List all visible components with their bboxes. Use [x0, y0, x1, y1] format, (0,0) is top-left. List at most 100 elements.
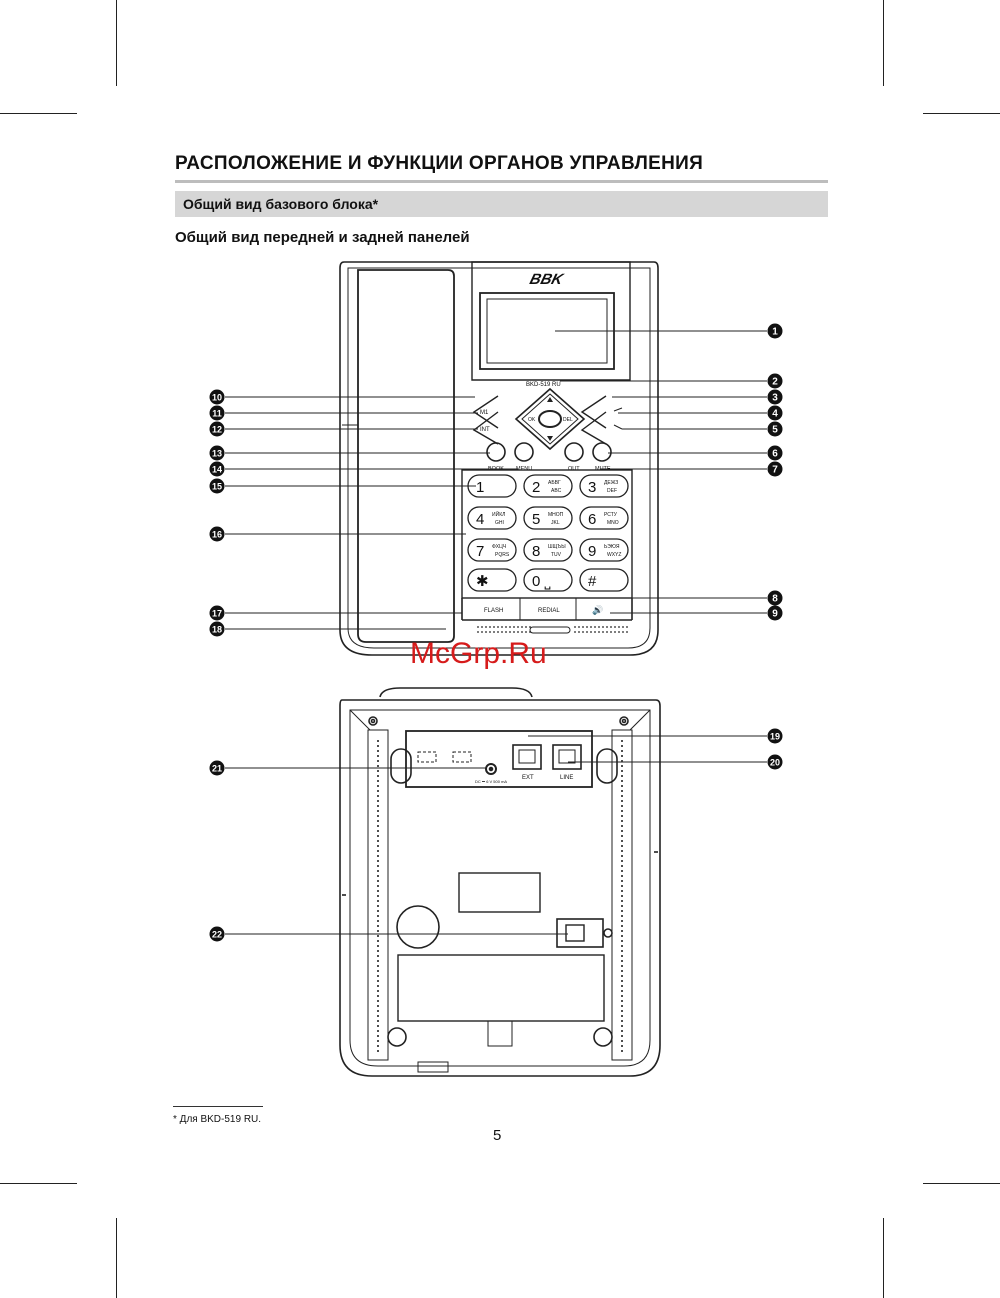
- callout-number: 1: [772, 327, 778, 338]
- key-digit: 7: [476, 543, 484, 560]
- callout-marker: [767, 605, 783, 621]
- keypad-key: 6 РСТУ MNO: [579, 506, 629, 530]
- key-cyrillic: ИЙКЛ: [492, 510, 505, 518]
- key-digit: 6: [588, 511, 596, 528]
- menu-key: [514, 442, 534, 462]
- callout-marker: [767, 445, 783, 461]
- handset: [357, 269, 455, 643]
- svg-text:M1: M1: [480, 410, 489, 416]
- callout-number: 10: [212, 393, 222, 403]
- crop-mark: [116, 1218, 117, 1298]
- keypad-key: 5 МНОП JKL: [523, 506, 573, 530]
- callout-number: 8: [772, 594, 778, 605]
- crop-mark: [0, 1183, 77, 1184]
- key-latin: TUV: [551, 552, 562, 558]
- key-cyrillic: РСТУ: [604, 512, 618, 518]
- key-digit: 5: [532, 511, 540, 528]
- section-bar: Общий вид базового блока*: [175, 191, 828, 217]
- key-digit: 1: [476, 479, 484, 496]
- svg-text:LINE: LINE: [560, 775, 573, 781]
- key-digit: ✱: [476, 573, 489, 590]
- callout-number: 15: [212, 482, 222, 492]
- key-latin: ABC: [551, 488, 562, 494]
- callout-marker: [209, 445, 225, 461]
- book-key: [486, 442, 506, 462]
- key-digit: 0 ⎵: [532, 573, 551, 590]
- callout-number: 22: [212, 930, 222, 940]
- callout-marker: [209, 421, 225, 437]
- key-digit: #: [588, 573, 597, 590]
- mute-key: [592, 442, 612, 462]
- key-cyrillic: ДЕЖЗ: [604, 480, 618, 486]
- callout-marker: [209, 621, 225, 637]
- callout-number: 18: [212, 625, 222, 635]
- key-digit: 2: [532, 479, 540, 496]
- int-key: [472, 411, 499, 445]
- nav-pad: [514, 387, 586, 451]
- crop-mark: [883, 0, 884, 86]
- crop-mark: [0, 113, 77, 114]
- keypad-key: 0 ⎵: [523, 568, 573, 592]
- svg-text:OUT: OUT: [568, 466, 580, 472]
- rear-view: DC ⎓ 6 V 500 mA EXT LINE: [339, 687, 661, 1077]
- key-latin: WXYZ: [607, 552, 621, 558]
- callout-marker: [209, 461, 225, 477]
- keypad-key: 8 ШЩЪЫ TUV: [523, 538, 573, 562]
- crop-mark: [923, 113, 1000, 114]
- ringer-switch: [556, 918, 604, 948]
- crop-mark: [883, 1218, 884, 1298]
- callout-marker: [767, 323, 783, 339]
- dc-jack: [485, 763, 497, 775]
- brand-logo: BBK: [528, 271, 566, 288]
- key-cyrillic: ФХЦЧ: [492, 544, 506, 550]
- key-digit: 3: [588, 479, 596, 496]
- callout-number: 3: [772, 393, 778, 404]
- keypad-key: 7 ФХЦЧ PQRS: [467, 538, 517, 562]
- key-latin: PQRS: [495, 552, 510, 558]
- svg-text:OK: OK: [528, 417, 536, 423]
- callout-marker: [767, 421, 783, 437]
- keypad-key: ✱: [467, 568, 517, 592]
- callout-marker: [209, 605, 225, 621]
- callout-number: 20: [770, 758, 780, 768]
- svg-text:DEL: DEL: [563, 417, 573, 423]
- front-view: BBK BKD-519 RU OK DEL M1 INT BOOK MENU O…: [339, 261, 659, 656]
- key-latin: JKL: [551, 520, 560, 526]
- ext-port: [512, 744, 542, 770]
- bbk-logo: BBK: [528, 271, 566, 288]
- callout-number: 11: [212, 409, 222, 419]
- svg-text:INT: INT: [480, 427, 490, 433]
- key-cyrillic: ШЩЪЫ: [548, 544, 566, 550]
- port-panel: [405, 730, 593, 788]
- callout-number: 12: [212, 425, 222, 435]
- callout-number: 9: [772, 609, 778, 620]
- callout-number: 5: [772, 425, 778, 436]
- footnote: * Для BKD-519 RU.: [173, 1114, 262, 1125]
- key-digit: 8: [532, 543, 540, 560]
- key-latin: GHI: [495, 520, 504, 526]
- callout-marker: [767, 461, 783, 477]
- callout-number: 16: [212, 530, 222, 540]
- svg-text:DC ⎓ 6 V 500 mA: DC ⎓ 6 V 500 mA: [475, 779, 507, 784]
- callout-marker: [767, 389, 783, 405]
- callout-marker: [209, 405, 225, 421]
- key-digit: 4: [476, 511, 484, 528]
- key-digit: 9: [588, 543, 596, 560]
- callout-marker: [209, 526, 225, 542]
- crop-mark: [923, 1183, 1000, 1184]
- callout-number: 2: [772, 377, 778, 388]
- key-latin: MNO: [607, 520, 619, 526]
- callout-marker: [209, 926, 225, 942]
- keypad-key: #: [579, 568, 629, 592]
- key-cyrillic: АБВГ: [548, 480, 561, 486]
- subheading: Общий вид передней и задней панелей: [175, 229, 470, 246]
- callout-marker: [767, 590, 783, 606]
- svg-text:EXT: EXT: [522, 775, 534, 781]
- heading-rule: [175, 180, 828, 183]
- key-cyrillic: МНОП: [548, 512, 564, 518]
- footnote-rule: [173, 1106, 263, 1107]
- speaker-key: 🔊: [592, 604, 603, 616]
- keypad-key: 2 АБВГ ABC: [523, 474, 573, 498]
